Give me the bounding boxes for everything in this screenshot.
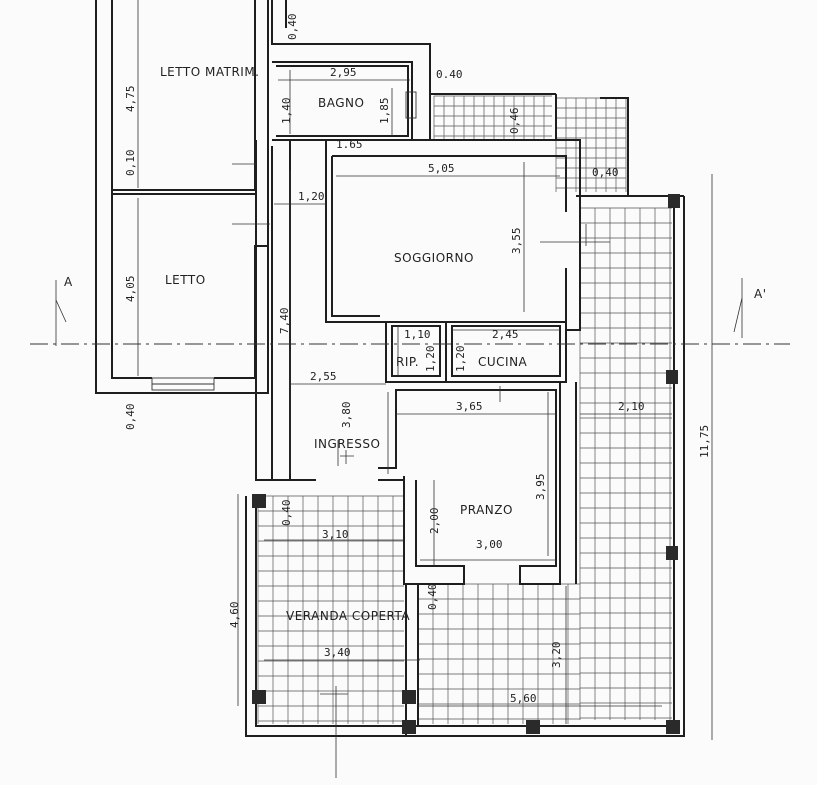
dim-1-40: 1,40	[280, 98, 293, 125]
dim-1-20-cuc: 1,20	[454, 346, 467, 373]
room-cucina: CUCINA	[478, 355, 528, 369]
dim-0-40-right: 0,40	[592, 166, 619, 179]
right-terrace-grid	[579, 207, 672, 720]
section-mark-left: A	[64, 275, 73, 289]
dim-4-05: 4,05	[124, 276, 137, 303]
dim-7-40: 7,40	[278, 308, 291, 335]
dim-1-20-rip: 1,20	[424, 346, 437, 373]
dim-0-40-top: 0,40	[286, 14, 299, 41]
dim-3-95: 3,95	[534, 474, 547, 501]
dim-0-46: 0,46	[508, 108, 521, 135]
dim-3-10: 3,10	[322, 528, 349, 541]
dim-3-40: 3,40	[324, 646, 351, 659]
dim-2-55: 2,55	[310, 370, 337, 383]
room-veranda: VERANDA COPERTA	[286, 609, 410, 623]
dim-3-65: 3,65	[456, 400, 483, 413]
dim-5-05: 5,05	[428, 162, 455, 175]
room-rip: RIP.	[396, 355, 419, 369]
dim-3-80: 3,80	[340, 402, 353, 429]
room-soggiorno: SOGGIORNO	[394, 251, 474, 265]
room-letto-matrim: LETTO MATRIM.	[160, 65, 259, 79]
dim-0-40-left: 0,40	[124, 404, 137, 431]
dim-4-60: 4,60	[228, 602, 241, 629]
dimension-labels: 4,75 0,40 2,95 0.40 1,40 1,85 1.65 0,46 …	[124, 14, 711, 706]
stair-hatch	[433, 95, 627, 192]
dim-5-60: 5,60	[510, 692, 537, 705]
dim-0-10: 0,10	[124, 150, 137, 177]
dim-2-95: 2,95	[330, 66, 357, 79]
room-bagno: BAGNO	[318, 96, 364, 110]
room-labels: LETTO MATRIM. BAGNO LETTO SOGGIORNO RIP.…	[160, 65, 528, 623]
dim-3-20: 3,20	[550, 642, 563, 669]
dim-1-85: 1,85	[378, 98, 391, 125]
columns	[252, 194, 680, 734]
room-letto: LETTO	[165, 273, 206, 287]
room-pranzo: PRANZO	[460, 503, 513, 517]
dim-1-10: 1,10	[404, 328, 431, 341]
dim-11-75: 11,75	[698, 425, 711, 458]
dim-4-75: 4,75	[124, 86, 137, 113]
veranda-grid	[257, 495, 580, 724]
section-line: A A'	[30, 275, 790, 346]
dim-2-10: 2,10	[618, 400, 645, 413]
dimension-lines	[137, 0, 713, 778]
room-ingresso: INGRESSO	[314, 437, 380, 451]
dim-3-00: 3,00	[476, 538, 503, 551]
dim-1-65: 1.65	[336, 138, 363, 151]
dim-3-55: 3,55	[510, 228, 523, 255]
dim-0-40-stair: 0.40	[436, 68, 463, 81]
dim-2-00: 2,00	[428, 508, 441, 535]
section-mark-right: A'	[754, 287, 767, 301]
dim-0-40-low: 0,40	[426, 584, 439, 611]
dim-2-45: 2,45	[492, 328, 519, 341]
dim-0-40-ver: 0,40	[280, 500, 293, 527]
dim-1-20-corr: 1,20	[298, 190, 325, 203]
